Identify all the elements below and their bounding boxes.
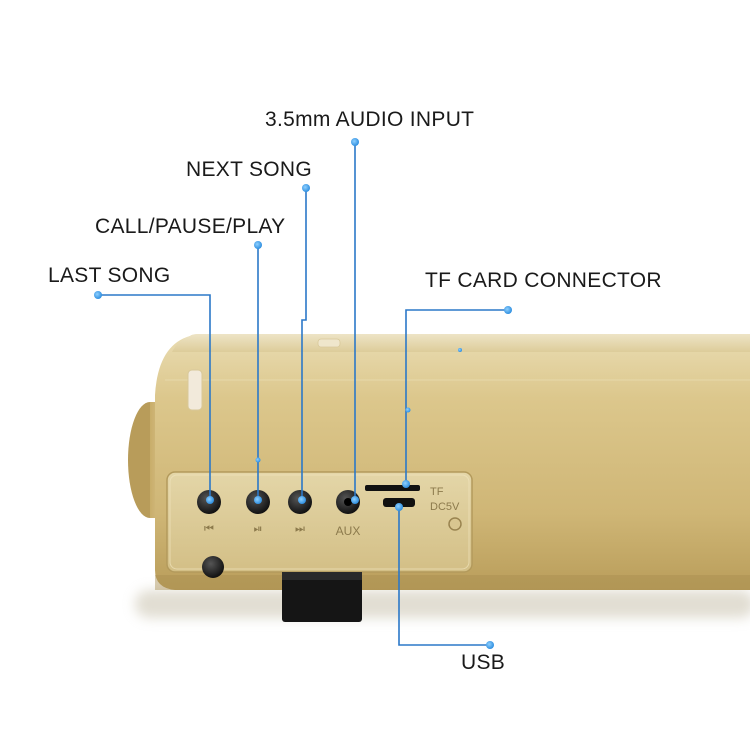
callout-next-song [301, 188, 307, 500]
aux-mark: AUX [336, 524, 361, 538]
callout-dots [94, 138, 512, 649]
callout-tf [405, 309, 508, 484]
label-call-pause-play: CALL/PAUSE/PLAY [95, 215, 286, 238]
floor-shadow [135, 590, 750, 618]
usb-port[interactable] [383, 498, 415, 507]
tf-card-slot[interactable] [365, 485, 420, 491]
callout-last-song [98, 294, 211, 500]
tf-mark: TF [430, 486, 444, 498]
speaker-foot [282, 572, 362, 622]
aux-jack[interactable] [336, 490, 360, 514]
label-next-song: NEXT SONG [186, 158, 313, 181]
round-port[interactable] [202, 556, 224, 578]
play-mark: ⏯ [254, 523, 263, 535]
next-song-mark: ⏭ [295, 523, 305, 535]
label-last-song: LAST SONG [48, 264, 171, 287]
label-audio-input: 3.5mm AUDIO INPUT [265, 108, 475, 131]
dc-power-port[interactable] [448, 517, 462, 531]
callout-usb [398, 507, 490, 646]
label-usb: USB [461, 651, 506, 674]
last-song-mark: ⏮ [204, 523, 214, 535]
logo-badge [187, 369, 203, 411]
dc5v-mark: DC5V [430, 501, 460, 513]
callout-lines [98, 142, 508, 646]
label-tf-card: TF CARD CONNECTOR [425, 269, 662, 292]
